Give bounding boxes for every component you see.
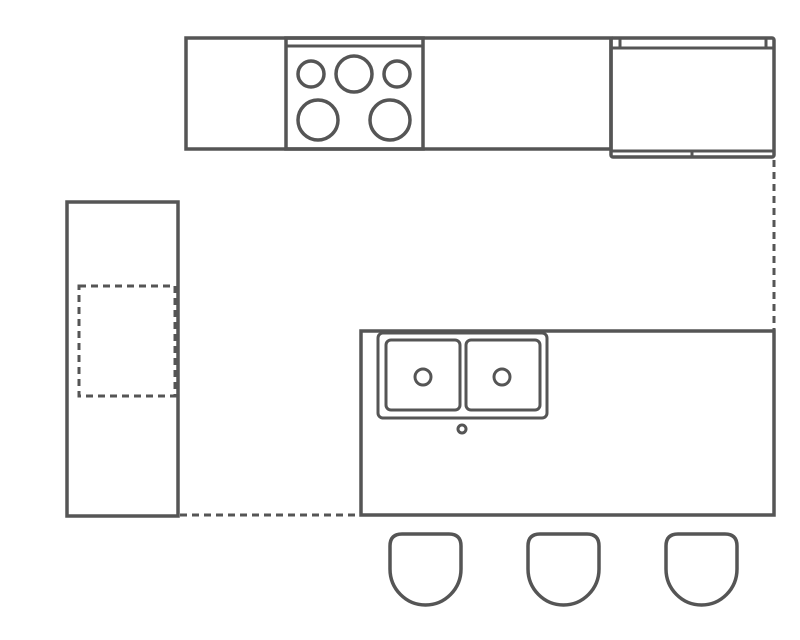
burner-large-right	[368, 98, 412, 142]
back-counter	[184, 36, 613, 151]
burner-large-left	[296, 98, 340, 142]
bar-stool	[664, 532, 739, 607]
cooktop	[284, 36, 425, 151]
bar-stools	[388, 532, 739, 607]
island	[359, 329, 776, 517]
bar-stool	[388, 532, 463, 607]
pantry-door-outline	[77, 284, 177, 398]
burner-center	[334, 54, 374, 94]
double-sink	[376, 331, 549, 435]
pantry-cabinet	[65, 200, 180, 518]
drain-icon	[413, 367, 433, 387]
bar-stool	[526, 532, 601, 607]
sink-basin-right	[464, 338, 542, 412]
burner-small-left	[296, 59, 326, 89]
sink-basin-left	[384, 338, 462, 412]
burner-small-right	[382, 59, 412, 89]
drain-icon	[492, 367, 512, 387]
faucet-icon	[456, 423, 468, 435]
refrigerator	[609, 36, 776, 159]
